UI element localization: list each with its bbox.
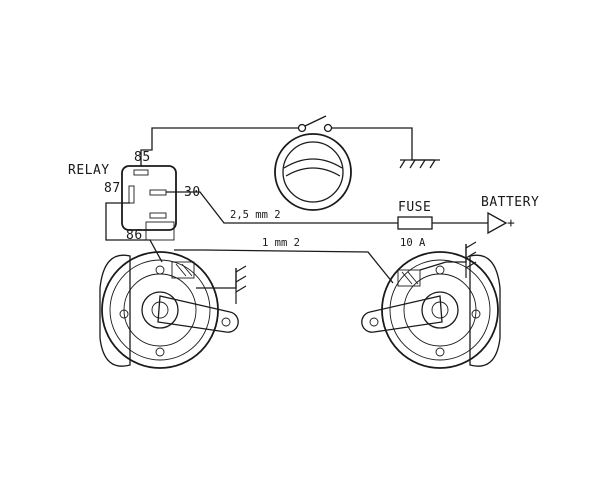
battery-label: BATTERY [481, 195, 539, 210]
right-horn [361, 251, 501, 369]
ground-symbol-switch [399, 159, 440, 169]
battery-terminal-icon [487, 211, 508, 235]
relay-pin-85-label: 85 [134, 150, 151, 165]
right-horn-connector [397, 269, 421, 287]
right-horn-body [381, 251, 499, 369]
battery-positive-sign: + [507, 216, 515, 231]
relay-base [145, 221, 175, 241]
right-horn-trumpet [469, 254, 501, 367]
relay-pin-86-terminal [149, 212, 167, 219]
left-horn-connector [171, 261, 195, 279]
relay-pin-86-label: 86 [126, 228, 143, 243]
wire-main-label: 2,5 mm 2 [230, 209, 281, 221]
wire-relay-to-switch [140, 127, 298, 166]
relay-pin-85-terminal [133, 169, 149, 176]
fuse-symbol [397, 216, 433, 230]
left-horn [99, 251, 239, 369]
right-horn-ground-wire [419, 244, 467, 271]
wire-relay-to-left-horn [105, 202, 163, 263]
relay-pin-87-terminal [128, 185, 135, 204]
steering-wheel-icon [274, 133, 352, 211]
left-horn-body [101, 251, 219, 369]
left-horn-bracket [157, 295, 239, 333]
relay-pin-87-label: 87 [104, 181, 121, 196]
wire-relay-to-fuse [166, 191, 398, 224]
fuse-rating-label: 10 A [400, 237, 426, 249]
relay-label: RELAY [68, 163, 110, 178]
right-horn-bracket [361, 295, 443, 333]
relay-body [121, 165, 177, 231]
ground-symbol-right-horn [465, 241, 477, 278]
horn-switch [297, 115, 333, 133]
left-horn-trumpet [99, 254, 131, 367]
relay-pin-30-terminal [149, 189, 167, 196]
fuse-label: FUSE [398, 200, 431, 215]
wire-horns-label: 1 mm 2 [262, 237, 300, 249]
wire-left-horn-to-right-horn [174, 249, 394, 284]
ground-symbol-left-horn [235, 265, 247, 304]
